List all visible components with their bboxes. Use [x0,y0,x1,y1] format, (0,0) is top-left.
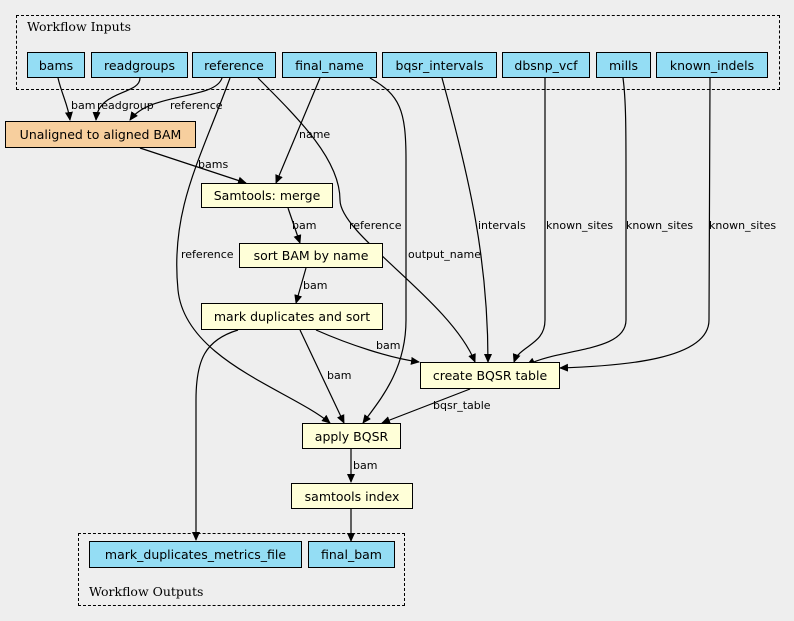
input-reference: reference [192,52,276,78]
output-final-bam: final_bam [308,541,395,568]
edge-label-markdup-apply: bam [327,369,351,382]
edge-label-reference-align: reference [170,99,223,112]
workflow-inputs-label: Workflow Inputs [27,19,132,34]
edge-bams-align [57,77,73,121]
edge-reference-bqsr-table [257,77,476,363]
edge-sort-markdup [294,267,307,304]
edge-reference-align [129,77,223,121]
edge-label-intervals: intervals [478,219,526,232]
edge-markdup-apply [299,329,345,424]
step-bqsr-table: create BQSR table [420,362,560,389]
edge-label-readgroups-align: readgroup [97,99,154,112]
edge-final-name-merge [275,77,321,184]
edge-label-merge-sort: bam [292,219,316,232]
input-dbsnp-vcf: dbsnp_vcf [502,52,590,78]
workflow-inputs-cluster [16,15,780,90]
step-align: Unaligned to aligned BAM [5,121,196,148]
workflow-outputs-label: Workflow Outputs [89,584,204,599]
edge-markdup-metrics [192,329,239,541]
edge-label-bams-align: bam [71,99,95,112]
edge-label-known-indels: known_sites [709,219,776,232]
edge-label-reference-apply: reference [181,248,234,261]
edge-reference-apply [176,77,331,424]
output-metrics-file: mark_duplicates_metrics_file [89,541,302,568]
edge-final-name-apply [362,77,407,424]
input-bqsr-intervals: bqsr_intervals [382,52,497,78]
edge-readgroups-align [92,77,141,121]
edge-intervals-bqsr-table [441,77,492,363]
input-known-indels: known_indels [656,52,768,78]
input-final-name: final_name [282,52,377,78]
edge-label-bqsr-table-apply: bqsr_table [433,399,491,412]
edge-label-sort-markdup: bam [303,279,327,292]
edge-label-dbsnp: known_sites [546,219,613,232]
edge-label-apply-index: bam [353,459,377,472]
input-readgroups: readgroups [91,52,188,78]
step-samtools-index: samtools index [291,483,413,509]
edge-bqsr-table-apply [381,388,471,424]
edge-merge-sort [287,207,302,244]
step-apply-bqsr: apply BQSR [302,423,401,449]
edge-label-reference-bqsr-table: reference [349,219,402,232]
edge-label-mills: known_sites [626,219,693,232]
step-sort: sort BAM by name [239,243,383,268]
edge-label-markdup-bqsr-table: bam [376,339,400,352]
edge-label-final-name-apply: output_name [408,248,481,261]
edge-mills-bqsr-table [526,77,627,366]
edge-label-align-merge: bams [198,158,228,171]
input-bams: bams [27,52,85,78]
workflow-outputs-cluster [78,533,405,606]
step-markdup: mark duplicates and sort [201,303,383,330]
edge-dbsnp-bqsr-table [512,78,546,363]
edge-markdup-bqsr-table [315,329,420,365]
edge-known-indels-bqsr-table [559,77,711,372]
input-mills: mills [596,52,651,78]
step-merge: Samtools: merge [201,183,333,208]
edge-label-final-name-merge: name [299,128,330,141]
edge-align-merge [139,147,247,185]
